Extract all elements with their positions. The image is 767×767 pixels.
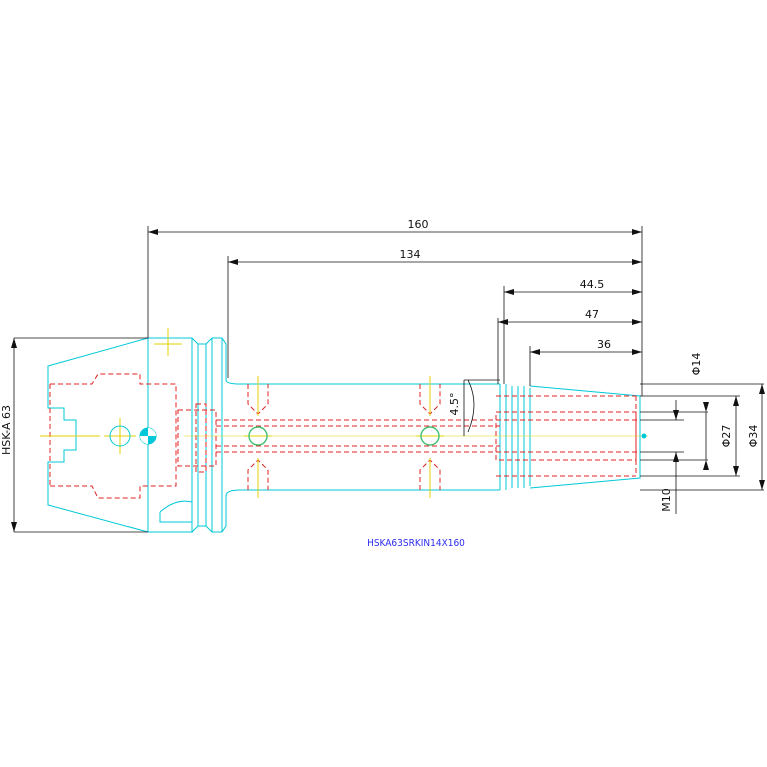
- part-caption: HSKA63SRKIN14X160: [367, 538, 465, 549]
- dim-body-diameter: Φ34: [747, 425, 760, 448]
- dim-bore-length: 36: [597, 338, 611, 351]
- dim-step-length: 47: [585, 308, 599, 321]
- dim-bore-diameter: Φ14: [690, 353, 703, 376]
- dimension-lines: [13, 226, 764, 533]
- dim-interface: HSK-A 63: [0, 405, 13, 455]
- dim-shank-length: 134: [400, 248, 421, 261]
- dim-nose-diameter: Φ27: [720, 425, 733, 448]
- dimension-arrows: [11, 229, 765, 532]
- tool-holder-outline: [47, 337, 641, 533]
- centerlines: [40, 328, 648, 498]
- dim-thread: M10: [660, 488, 673, 512]
- dim-taper-angle: 4.5°: [448, 393, 461, 416]
- dim-overall-length: 160: [408, 218, 429, 231]
- dim-taper-length: 44.5: [580, 278, 605, 291]
- coolant-ports: [109, 425, 647, 447]
